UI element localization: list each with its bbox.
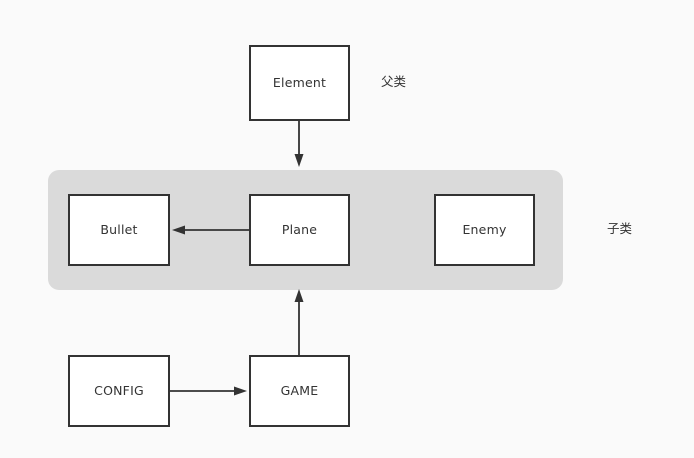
node-game[interactable]: GAME (249, 355, 350, 427)
node-plane-label: Plane (281, 221, 318, 237)
node-config-label: CONFIG (94, 382, 144, 398)
node-plane[interactable]: Plane (249, 194, 350, 266)
arrowhead-config-to-game-icon (234, 386, 247, 396)
annotation-parent-class: 父类 (381, 74, 407, 89)
annotation-child-class: 子类 (607, 221, 633, 236)
node-element-label: Element (272, 74, 327, 90)
node-bullet-label: Bullet (100, 221, 138, 237)
node-bullet[interactable]: Bullet (68, 194, 170, 266)
node-enemy[interactable]: Enemy (434, 194, 535, 266)
node-enemy-label: Enemy (462, 221, 507, 237)
arrowhead-game-to-plane-icon (294, 289, 304, 302)
node-config[interactable]: CONFIG (68, 355, 170, 427)
node-game-label: GAME (280, 382, 319, 398)
node-element[interactable]: Element (249, 45, 350, 121)
arrowhead-element-to-subclasses-icon (294, 154, 304, 167)
